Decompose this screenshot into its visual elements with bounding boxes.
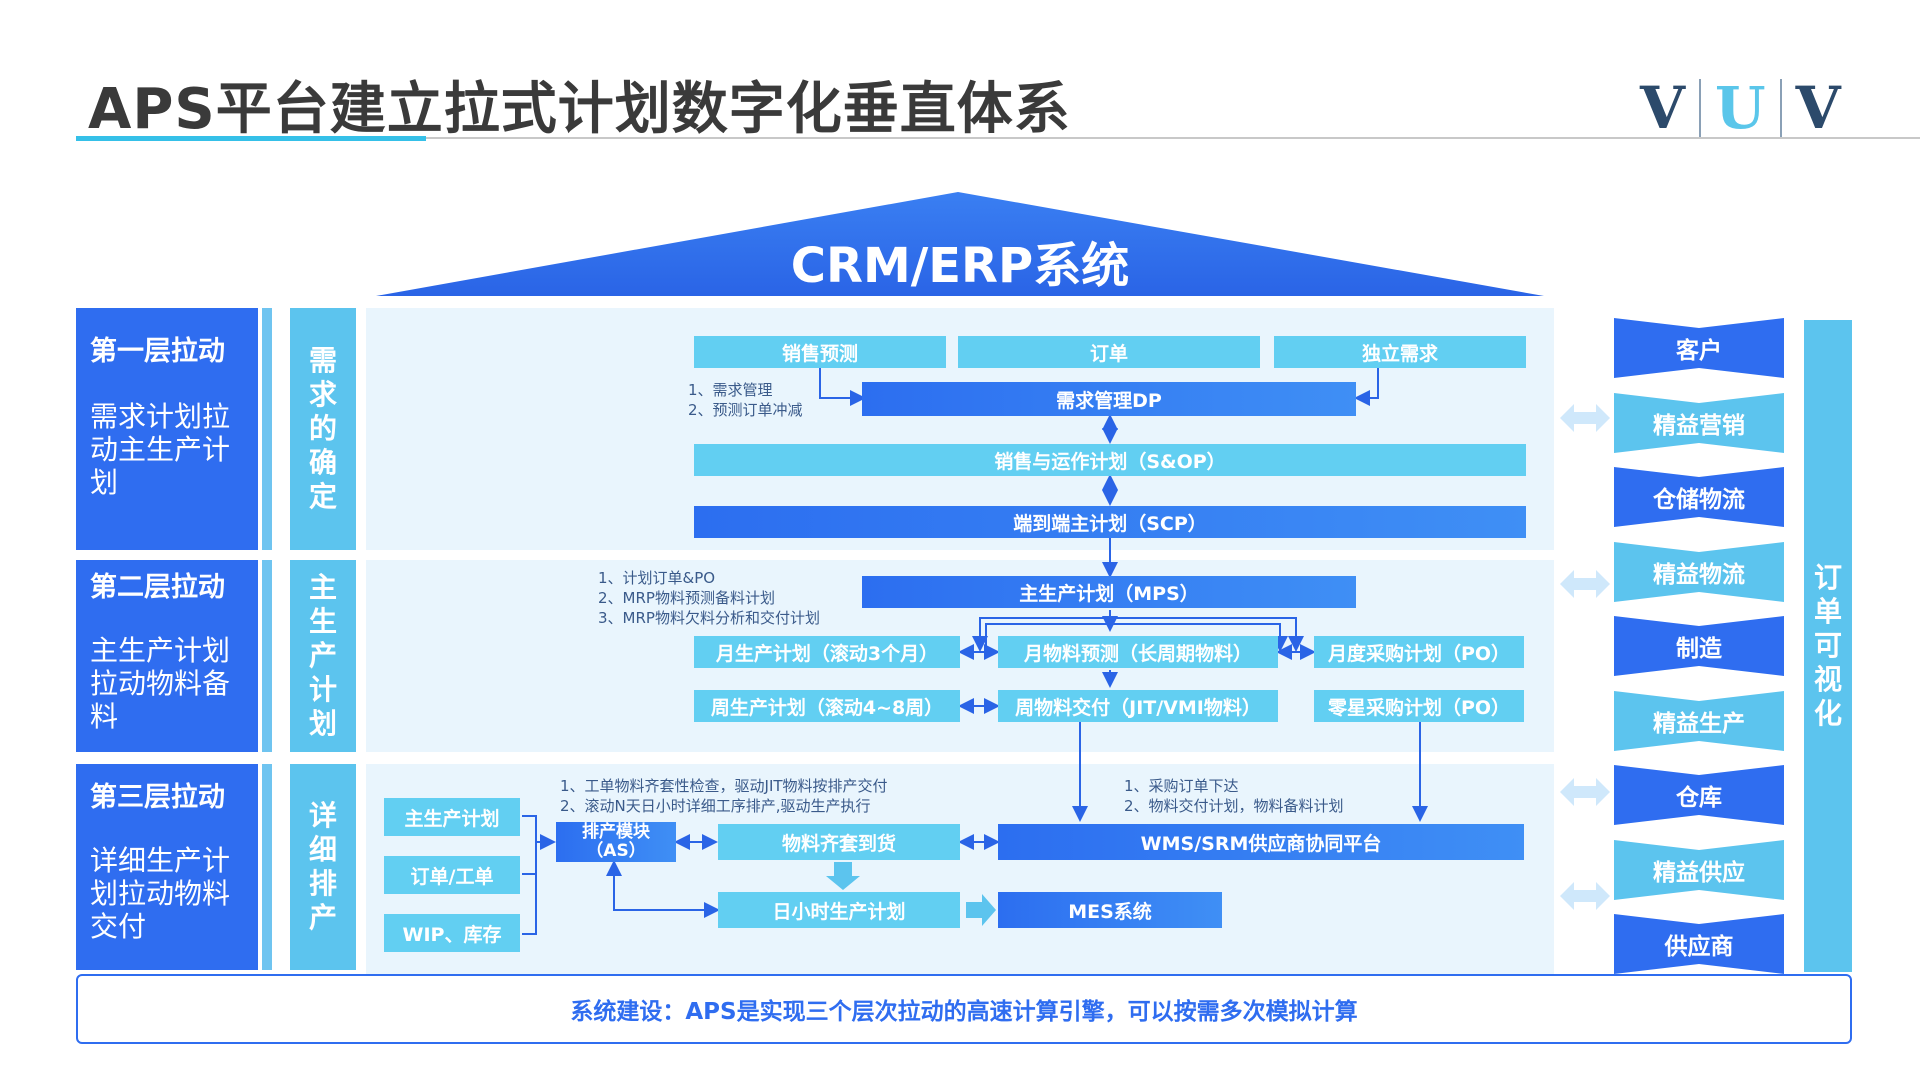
monthly-material-forecast-box: 月物料预测（长周期物料）	[998, 636, 1278, 668]
mps-note-1: 1、计划订单&PO	[598, 569, 716, 587]
side-char: 计	[308, 673, 337, 706]
side-char: 主	[308, 571, 337, 604]
right-chevron-item: 制造	[1614, 616, 1784, 676]
order-box: 订单	[958, 336, 1260, 368]
layer2-side-label: 主 生 产 计 划	[290, 560, 356, 752]
scp-box: 端到端主计划（SCP）	[694, 506, 1526, 538]
right-chevron-item: 仓储物流	[1614, 467, 1784, 527]
side-char: 划	[308, 707, 337, 740]
title-accent-bar	[76, 136, 426, 141]
weekly-material-delivery-box: 周物料交付（JIT/VMI物料）	[998, 690, 1278, 722]
side-char: 确	[308, 446, 337, 479]
as-module-sub: （AS）	[586, 841, 646, 861]
order-visualization-bar: 订 单 可 视 化	[1804, 320, 1852, 972]
monthly-production-plan-box: 月生产计划（滚动3个月）	[694, 636, 960, 668]
logo-letter-3: V	[1795, 74, 1841, 142]
side-char: 产	[308, 901, 337, 934]
wms-srm-platform-box: WMS/SRM供应商协同平台	[998, 824, 1524, 860]
layer1-accent	[262, 308, 272, 550]
sales-forecast-box: 销售预测	[694, 336, 946, 368]
weekly-production-plan-box: 周生产计划（滚动4~8周）	[694, 690, 960, 722]
logo-letter-2: U	[1715, 74, 1766, 142]
side-char: 定	[308, 480, 337, 513]
layer1-card: 第一层拉动 需求计划拉动主生产计划	[76, 308, 258, 550]
daily-hourly-plan-box: 日小时生产计划	[718, 892, 960, 928]
platform-note-1: 1、采购订单下达	[1124, 777, 1239, 795]
layer3-side-label: 详 细 排 产	[290, 764, 356, 970]
as-module-label: 排产模块	[582, 822, 650, 842]
layer2-card: 第二层拉动 主生产计划拉动物料备料	[76, 560, 258, 752]
logo-separator	[1699, 79, 1702, 137]
title-divider	[76, 137, 1920, 139]
side-char: 细	[308, 833, 337, 866]
layer3-accent	[262, 764, 272, 970]
roof-label: CRM/ERP系统	[790, 238, 1130, 294]
input-wip-box: WIP、库存	[384, 914, 520, 952]
right-chevron-item: 客户	[1614, 318, 1784, 378]
input-order-box: 订单/工单	[384, 856, 520, 894]
logo-letter-1: V	[1640, 74, 1686, 142]
as-note-2: 2、滚动N天日小时详细工序排产,驱动生产执行	[560, 797, 871, 815]
spot-purchase-plan-box: 零星采购计划（PO）	[1314, 690, 1524, 722]
layer3-title: 第三层拉动	[90, 782, 225, 813]
vbar-char: 可	[1813, 629, 1842, 662]
right-chevron-item: 精益供应	[1614, 840, 1784, 900]
mes-system-box: MES系统	[998, 892, 1222, 928]
layer1-side-label: 需 求 的 确 定	[290, 308, 356, 550]
vbar-char: 订	[1813, 561, 1842, 594]
sop-box: 销售与运作计划（S&OP）	[694, 444, 1526, 476]
side-char: 详	[308, 799, 337, 832]
vbar-char: 视	[1813, 663, 1842, 696]
right-chevron-item: 精益生产	[1614, 691, 1784, 751]
as-module-box: 排产模块 （AS）	[556, 822, 676, 862]
layer1-desc: 需求计划拉动主生产计划	[90, 400, 231, 499]
material-kitting-box: 物料齐套到货	[718, 824, 960, 860]
side-char: 的	[308, 412, 337, 445]
layer2-desc: 主生产计划拉动物料备料	[90, 634, 231, 733]
mps-box: 主生产计划（MPS）	[862, 576, 1356, 608]
right-chevron-item: 供应商	[1614, 914, 1784, 974]
right-chevron-item: 精益营销	[1614, 393, 1784, 453]
page-title: APS平台建立拉式计划数字化垂直体系	[88, 77, 1071, 142]
side-char: 生	[308, 605, 337, 638]
vbar-char: 化	[1813, 697, 1842, 730]
mps-note-3: 3、MRP物料欠料分析和交付计划	[598, 609, 820, 627]
layer3-panel	[366, 764, 1554, 974]
system-building-note: 系统建设：APS是实现三个层次拉动的高速计算引擎，可以按需多次模拟计算	[76, 974, 1852, 1044]
side-char: 产	[308, 639, 337, 672]
right-chevron-item: 精益物流	[1614, 542, 1784, 602]
right-chevron-item: 仓库	[1614, 765, 1784, 825]
brand-logo: V U V	[1640, 74, 1841, 142]
demand-management-dp-box: 需求管理DP	[862, 382, 1356, 416]
monthly-purchase-plan-box: 月度采购计划（PO）	[1314, 636, 1524, 668]
logo-separator	[1779, 79, 1782, 137]
side-char: 排	[308, 867, 337, 900]
dp-note-1: 1、需求管理	[688, 381, 773, 399]
mps-note-2: 2、MRP物料预测备料计划	[598, 589, 775, 607]
dp-note-2: 2、预测订单冲减	[688, 401, 803, 419]
layer2-title: 第二层拉动	[90, 572, 225, 603]
independent-demand-box: 独立需求	[1274, 336, 1526, 368]
layer2-accent	[262, 560, 272, 752]
layer3-card: 第三层拉动 详细生产计划拉动物料交付	[76, 764, 258, 970]
side-char: 求	[308, 378, 337, 411]
side-char: 需	[308, 344, 337, 377]
layer3-desc: 详细生产计划拉动物料交付	[90, 844, 231, 943]
input-mps-box: 主生产计划	[384, 798, 520, 836]
vbar-char: 单	[1813, 595, 1842, 628]
platform-note-2: 2、物料交付计划，物料备料计划	[1124, 797, 1344, 815]
layer1-title: 第一层拉动	[90, 336, 225, 367]
as-note-1: 1、工单物料齐套性检查，驱动JIT物料按排产交付	[560, 777, 888, 795]
